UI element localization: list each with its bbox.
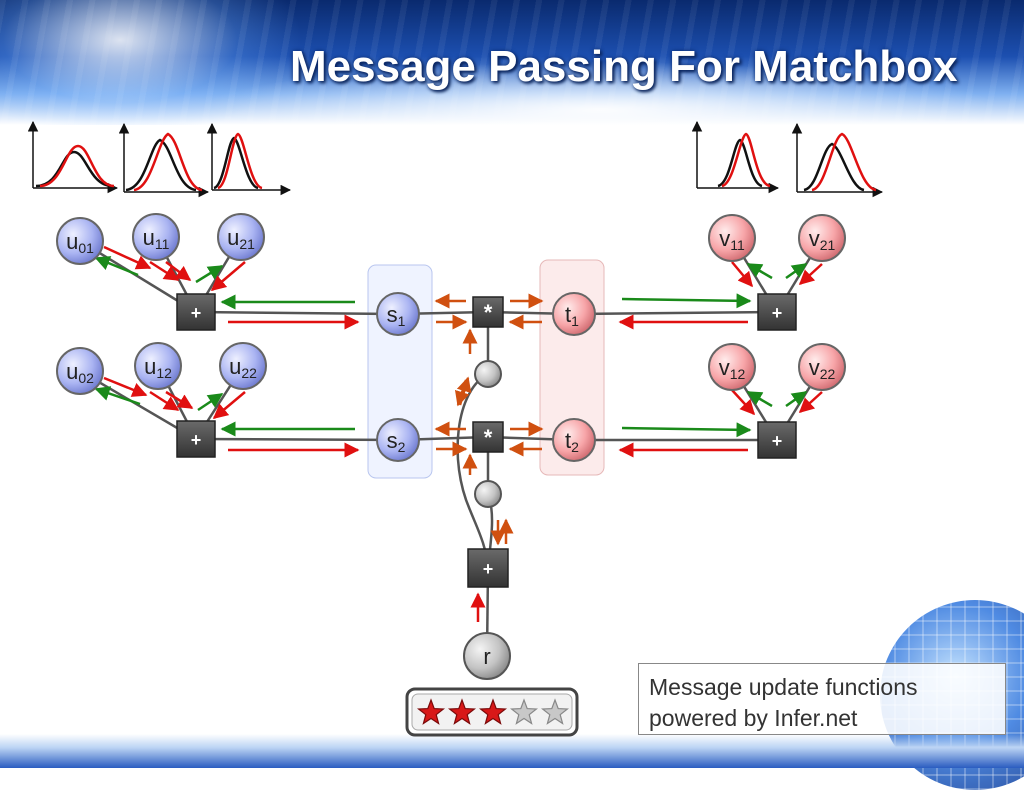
distribution-plot-v11 xyxy=(691,120,780,194)
distribution-plot-u21 xyxy=(206,122,292,196)
rating-stars xyxy=(416,698,570,725)
svg-text:u02: u02 xyxy=(66,359,94,386)
svg-text:+: + xyxy=(191,430,202,450)
times-factor-top: * xyxy=(472,296,504,328)
star-filled xyxy=(416,698,446,725)
footer-bar xyxy=(0,734,1024,768)
infer-net-note: Message update functions powered by Infe… xyxy=(638,663,1006,735)
node-s1: s1 xyxy=(376,292,420,336)
rating-box xyxy=(405,687,579,737)
note-line-2: powered by Infer.net xyxy=(649,705,858,731)
svg-text:u11: u11 xyxy=(143,225,170,252)
svg-text:s1: s1 xyxy=(387,302,406,329)
svg-text:u21: u21 xyxy=(227,225,255,252)
star-filled xyxy=(447,698,477,725)
star-empty xyxy=(540,698,570,725)
header-background xyxy=(0,0,1024,125)
svg-text:u12: u12 xyxy=(144,354,172,381)
svg-text:s2: s2 xyxy=(387,428,406,455)
node-v21: v21 xyxy=(798,214,846,262)
svg-text:u22: u22 xyxy=(229,354,257,381)
svg-text:v12: v12 xyxy=(719,355,746,382)
plus-factor-right-bottom: + xyxy=(757,421,797,459)
node-u21: u21 xyxy=(217,213,265,261)
svg-text:+: + xyxy=(772,303,783,323)
node-u22: u22 xyxy=(219,342,267,390)
node-r: r xyxy=(463,632,511,680)
svg-text:v22: v22 xyxy=(809,355,836,382)
node-t1: t1 xyxy=(552,292,596,336)
svg-text:*: * xyxy=(484,425,493,450)
svg-text:v11: v11 xyxy=(719,226,745,253)
distribution-plot-u01 xyxy=(27,120,119,194)
intermediate-node-1 xyxy=(474,360,502,388)
node-u12: u12 xyxy=(134,342,182,390)
times-factor-bottom: * xyxy=(472,421,504,453)
distribution-plot-u11 xyxy=(118,122,210,198)
star-filled xyxy=(478,698,508,725)
plus-factor-right-top: + xyxy=(757,293,797,331)
slide-title: Message Passing For Matchbox xyxy=(290,42,958,91)
node-t2: t2 xyxy=(552,418,596,462)
factor-graph-diagram: u01 u11 u21 u02 u12 u22 v11 v21 v12 v22 … xyxy=(27,120,884,737)
svg-text:v21: v21 xyxy=(809,226,836,253)
plus-factor-left-top: + xyxy=(176,293,216,331)
node-v11: v11 xyxy=(708,214,756,262)
svg-text:u01: u01 xyxy=(66,229,94,256)
svg-text:+: + xyxy=(772,431,783,451)
svg-text:t2: t2 xyxy=(565,428,579,455)
note-line-1: Message update functions xyxy=(649,674,918,700)
distribution-plot-v21 xyxy=(791,122,884,198)
node-v12: v12 xyxy=(708,343,756,391)
node-s2: s2 xyxy=(376,418,420,462)
svg-text:+: + xyxy=(483,559,494,579)
node-u01: u01 xyxy=(56,217,104,265)
node-u11: u11 xyxy=(132,213,180,261)
svg-text:*: * xyxy=(484,300,493,325)
svg-text:r: r xyxy=(483,644,490,669)
plus-factor-bottom: + xyxy=(467,548,509,588)
node-v22: v22 xyxy=(798,343,846,391)
svg-text:+: + xyxy=(191,303,202,323)
message-arrows xyxy=(94,245,823,622)
svg-text:t1: t1 xyxy=(565,302,579,329)
star-empty xyxy=(509,698,539,725)
node-u02: u02 xyxy=(56,347,104,395)
intermediate-node-2 xyxy=(474,480,502,508)
plus-factor-left-bottom: + xyxy=(176,420,216,458)
